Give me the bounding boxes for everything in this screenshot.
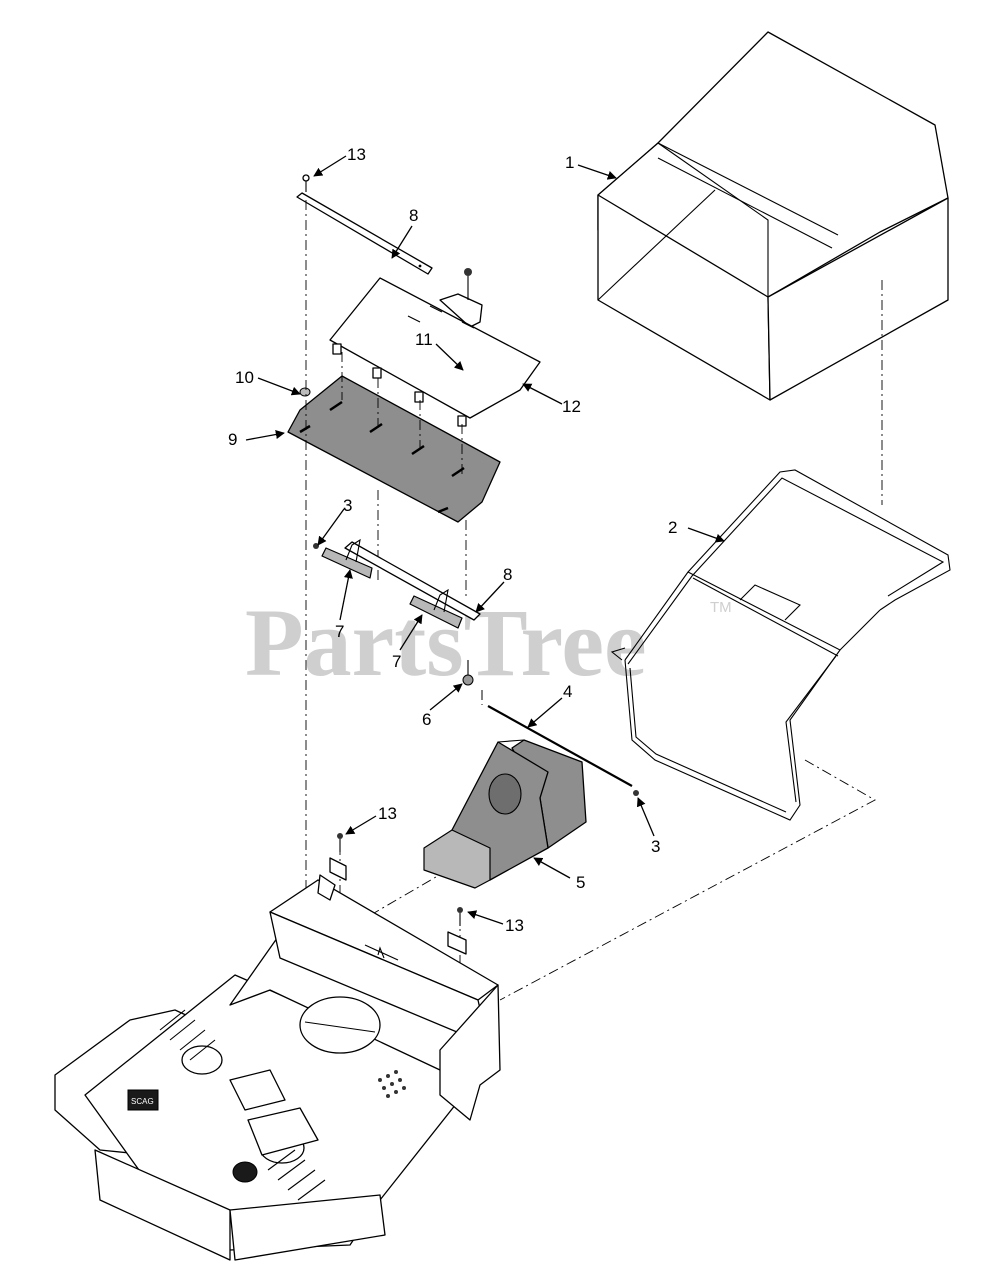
- part-2-bag-frame: [610, 469, 951, 821]
- callout-13: 13: [378, 804, 397, 823]
- callout-8: 8: [503, 565, 512, 584]
- callout-7: 7: [335, 622, 344, 641]
- callout-labels: 1 2 3 3 4 5 6 7 7 8 8 9 10 11 12 13 13 1…: [228, 145, 677, 935]
- callout-2: 2: [668, 518, 677, 537]
- callout-10: 10: [235, 368, 254, 387]
- part-1-grass-bag: [597, 31, 949, 401]
- part-13-bolt-lower: [447, 907, 467, 955]
- callout-7: 7: [392, 652, 401, 671]
- callout-1: 1: [565, 153, 574, 172]
- part-9-pad: [287, 352, 501, 523]
- callout-12: 12: [562, 397, 581, 416]
- callout-13: 13: [347, 145, 366, 164]
- callout-8: 8: [409, 206, 418, 225]
- part-13-bolt-mid: [329, 833, 347, 881]
- leader-lines: [245, 155, 725, 925]
- callout-5: 5: [576, 873, 585, 892]
- part-6-bolt: [462, 660, 474, 686]
- part-12-top-plate: [329, 268, 541, 427]
- watermark-trademark: TM: [710, 599, 732, 616]
- decal-text: SCAG: [131, 1097, 154, 1106]
- part-7-clip-left: [321, 538, 373, 579]
- watermark-text: PartsTree: [245, 589, 647, 696]
- callout-4: 4: [563, 682, 572, 701]
- callout-11: 11: [415, 330, 433, 349]
- part-10-nut: [299, 387, 311, 397]
- callout-6: 6: [422, 710, 431, 729]
- callout-3: 3: [343, 496, 352, 515]
- part-13-bolt-top: [302, 174, 310, 192]
- decal-label: SCAG: [127, 1089, 159, 1111]
- callout-3: 3: [651, 837, 660, 856]
- callout-13: 13: [505, 916, 524, 935]
- vent-dots: [378, 1070, 406, 1098]
- part-5-chute: [423, 739, 587, 889]
- callout-9: 9: [228, 430, 237, 449]
- part-7-clip-right: [409, 588, 463, 629]
- part-4-rod: [487, 705, 639, 796]
- mower-chassis: SCAG: [54, 874, 501, 1261]
